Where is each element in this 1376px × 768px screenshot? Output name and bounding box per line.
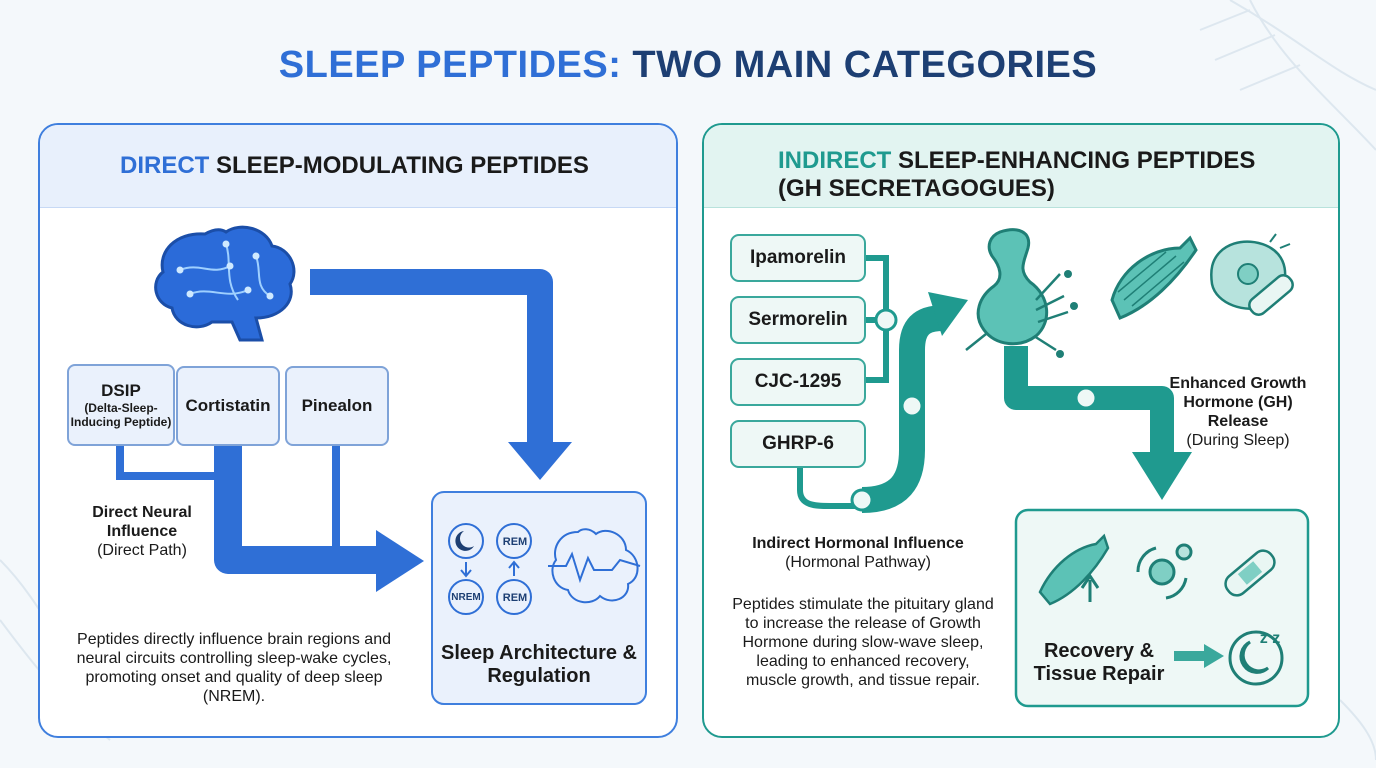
gh-release-arrow: [1004, 346, 1192, 500]
moon-icon: [455, 531, 474, 551]
stage-label-rem-top: REM: [502, 536, 528, 548]
hormonal-pathway-arrow: [850, 292, 968, 513]
page-title: SLEEP PEPTIDES: TWO MAIN CATEGORIES: [0, 44, 1376, 87]
sleeping-moon-icon: [1228, 630, 1284, 686]
cell-repair-icon: [1210, 233, 1294, 316]
indirect-header-accent: INDIRECT: [778, 147, 892, 174]
peptide-pinealon: Pinealon: [285, 366, 389, 446]
peptide-sermorelin: Sermorelin: [730, 296, 866, 344]
sleep-cycle-icon: [448, 523, 532, 615]
peptide-dsip: DSIP (Delta-Sleep-Inducing Peptide): [67, 364, 175, 446]
indirect-panel-heading: INDIRECT SLEEP-ENHANCING PEPTIDES (GH SE…: [778, 147, 1255, 203]
sleep-architecture-title: Sleep Architecture & Regulation: [441, 642, 637, 687]
peptide-ghrp-6: GHRP-6: [730, 420, 866, 468]
recovery-to-sleep-arrow: [1174, 644, 1224, 668]
stage-label-rem-bottom: REM: [502, 592, 528, 604]
sleep-architecture-box: [431, 491, 647, 705]
indirect-path-label-sub: (Hormonal Pathway): [785, 554, 931, 571]
direct-panel-header: DIRECT SLEEP-MODULATING PEPTIDES: [40, 125, 676, 208]
brain-to-target-arrow: [310, 269, 572, 480]
pituitary-gland-icon: [965, 228, 1078, 358]
bandage-icon: [1224, 549, 1276, 597]
stage-label-nrem: NREM: [451, 592, 481, 603]
brain-wave-icon: [548, 528, 641, 604]
indirect-panel-header: INDIRECT SLEEP-ENHANCING PEPTIDES (GH SE…: [704, 125, 1338, 208]
gh-release-label-bold: Enhanced Growth Hormone (GH) Release: [1169, 375, 1307, 430]
direct-header-accent: DIRECT: [120, 152, 210, 179]
muscle-icon: [1110, 235, 1198, 320]
direct-path-label: Direct Neural Influence (Direct Path): [80, 503, 204, 560]
cell-regeneration-icon: [1136, 543, 1193, 600]
sleep-z-glyph: z z: [1259, 630, 1281, 647]
direct-path-arrow: [116, 444, 424, 592]
dsip-subtitle: (Delta-Sleep-Inducing Peptide): [70, 401, 172, 429]
indirect-description: Peptides stimulate the pituitary gland t…: [732, 596, 994, 689]
indirect-path-label: Indirect Hormonal Influence (Hormonal Pa…: [730, 534, 986, 572]
indirect-header-line2: (GH SECRETAGOGUES): [778, 175, 1055, 202]
title-part1: SLEEP PEPTIDES:: [278, 44, 622, 86]
recovery-title: Recovery & Tissue Repair: [1033, 640, 1165, 685]
brain-icon: [154, 225, 296, 342]
title-part2: TWO MAIN CATEGORIES: [632, 44, 1098, 86]
gh-release-label: Enhanced Growth Hormone (GH) Release (Du…: [1160, 374, 1316, 450]
dsip-name: DSIP: [101, 381, 141, 400]
gh-release-label-sub: (During Sleep): [1186, 432, 1290, 449]
direct-header-rest: SLEEP-MODULATING PEPTIDES: [216, 152, 589, 179]
peptide-ipamorelin: Ipamorelin: [730, 234, 866, 282]
direct-path-label-bold: Direct Neural Influence: [92, 504, 192, 540]
direct-description: Peptides directly influence brain region…: [76, 631, 392, 705]
peptide-cjc-1295: CJC-1295: [730, 358, 866, 406]
muscle-growth-icon: [1038, 533, 1110, 606]
indirect-path-label-bold: Indirect Hormonal Influence: [752, 535, 964, 552]
direct-path-label-sub: (Direct Path): [97, 542, 187, 559]
direct-panel-heading: DIRECT SLEEP-MODULATING PEPTIDES: [120, 152, 589, 180]
indirect-header-rest: SLEEP-ENHANCING PEPTIDES: [898, 147, 1256, 174]
peptide-cortistatin: Cortistatin: [176, 366, 280, 446]
